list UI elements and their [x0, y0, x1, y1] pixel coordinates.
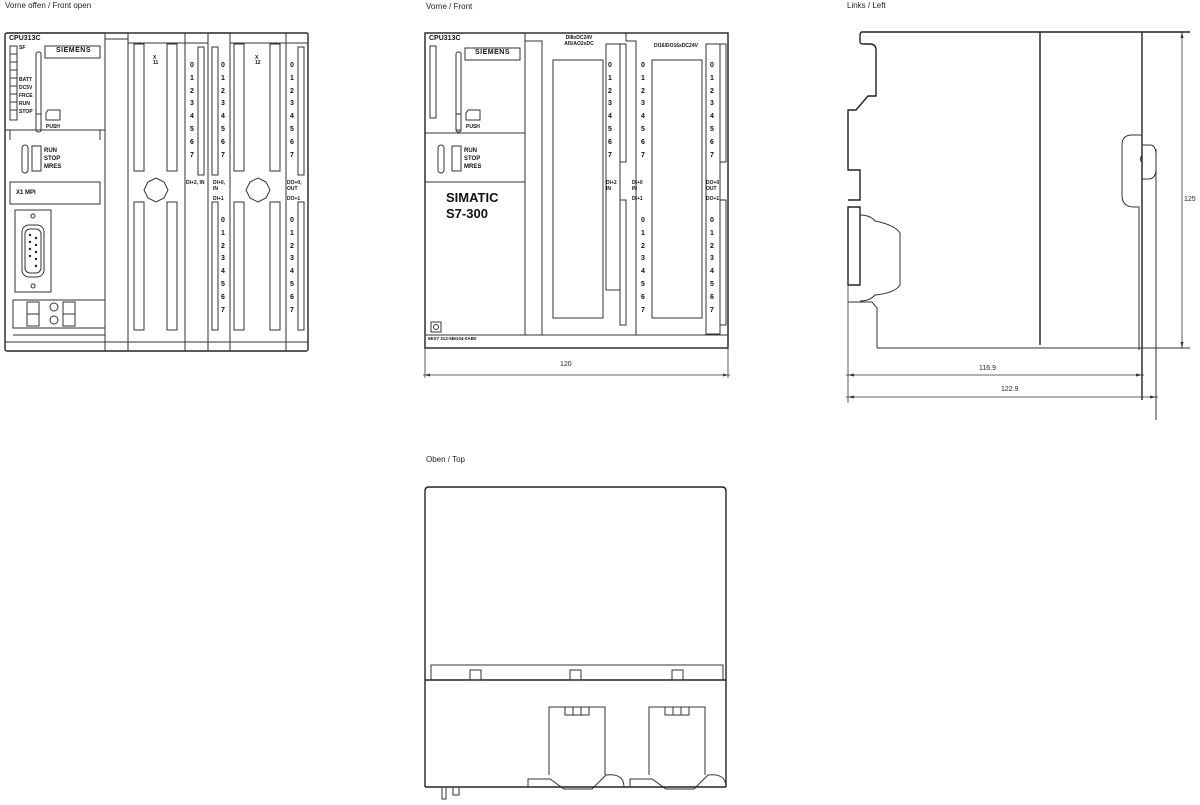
- mode-switch-labels: RUN STOP MRES: [44, 147, 61, 171]
- group-label-front-in2: DI+0 IN: [632, 180, 643, 192]
- dimension-depth-outer: 122.9: [1001, 386, 1019, 393]
- mode-switch-labels-front: RUN STOP MRES: [464, 148, 482, 170]
- cpu-model-label-front: CPU313C: [429, 35, 461, 42]
- led-frce: FRCE: [19, 93, 33, 99]
- group-label-front-in2-sub: DI+1: [632, 196, 643, 202]
- view-label-front-open: Vorne offen / Front open: [5, 1, 92, 10]
- view-label-top: Oben / Top: [426, 455, 465, 464]
- mode-run: RUN: [44, 148, 57, 154]
- led-dc5v: DC5V: [19, 85, 33, 91]
- led-sf: SF: [19, 45, 26, 51]
- product-name: SIMATIC S7-300: [446, 190, 498, 222]
- group-label-front-out-sub: DO+1: [706, 196, 720, 202]
- group-label-out-sub: DO+1: [287, 196, 301, 202]
- connector-x12-label: X 12: [255, 55, 261, 66]
- mpi-port-label: X1 MPI: [16, 190, 36, 196]
- push-label-front: PUSH: [466, 124, 480, 130]
- push-label: PUSH: [46, 124, 60, 130]
- led-run: RUN: [19, 101, 30, 107]
- mode-stop: STOP: [44, 156, 61, 162]
- top-drawing: [424, 486, 727, 800]
- module2-title: DI16/DO16xDC24V: [654, 43, 698, 49]
- group-label-front-out: DO+0 OUT: [706, 180, 720, 192]
- group-label-out: DO+0, OUT: [287, 180, 303, 192]
- led-stop: STOP: [19, 109, 33, 115]
- front-open-drawing: [4, 32, 309, 352]
- dimension-height: 125: [1184, 196, 1196, 203]
- product-line-1: SIMATIC: [446, 190, 499, 205]
- brand-badge: SIEMENS: [55, 47, 91, 54]
- product-line-2: S7-300: [446, 206, 488, 221]
- group-label-in1: DI+2, IN: [186, 180, 205, 186]
- status-led-labels: SF BATT DC5V FRCE RUN STOP: [19, 44, 33, 116]
- group-label-front-in1: DI+2 IN: [606, 180, 617, 192]
- led-batt: BATT: [19, 77, 32, 83]
- group-label-in2: DI+0, IN: [213, 180, 227, 192]
- view-label-left: Links / Left: [847, 1, 886, 10]
- cpu-model-label: CPU313C: [9, 35, 41, 42]
- view-label-front: Vorne / Front: [426, 2, 473, 11]
- mode-mres: MRES: [44, 164, 62, 170]
- dimension-depth-inner: 116.9: [979, 365, 996, 372]
- group-label-in2-sub: DI+1: [213, 196, 224, 202]
- left-drawing: [846, 31, 1190, 420]
- front-drawing: [423, 32, 730, 378]
- module1-title: DI8xDC24V AI5/AO2xDC: [564, 35, 594, 47]
- dimension-width-front: 120: [560, 361, 572, 368]
- brand-badge-front: SIEMENS: [474, 49, 510, 56]
- connector-x11-label: X 11: [153, 55, 159, 66]
- order-number: 6ES7 313-5BG04-0AB0: [428, 336, 477, 341]
